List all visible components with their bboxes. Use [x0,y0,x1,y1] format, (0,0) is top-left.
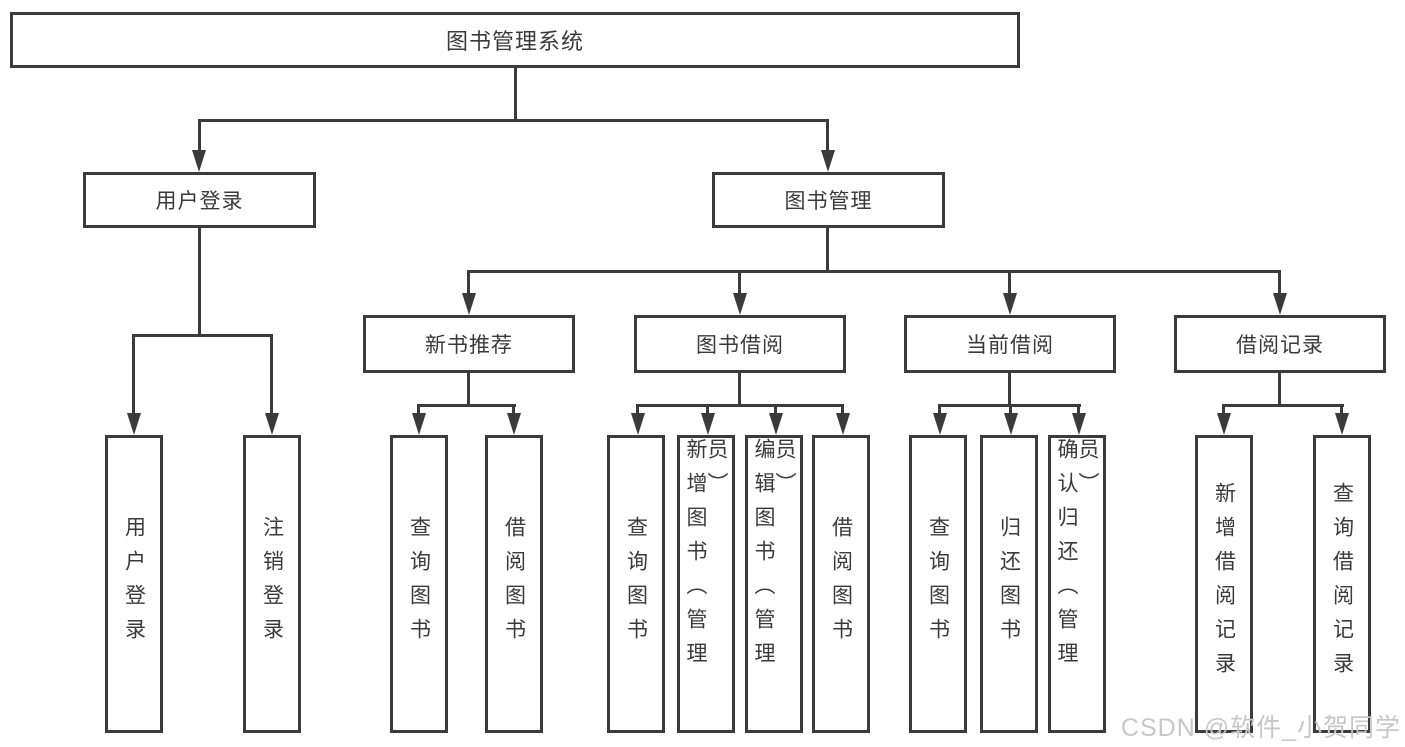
connector-line [467,373,470,406]
connector-line [738,270,741,297]
connector-line [841,404,844,416]
leaf-label: 查询图书 [624,516,648,652]
node-library-management-system: 图书管理系统 [10,12,1020,68]
leaf-add-borrow-record: 新增借阅记录 [1195,435,1253,733]
node-label: 借阅记录 [1236,334,1324,357]
connector-line [132,334,135,415]
arrow-down-icon [933,413,947,435]
leaf-label: 查询图书 [407,516,431,652]
connector-line [132,334,273,337]
connector-line [514,68,517,120]
connector-line [1278,270,1281,297]
leaf-logout: 注销登录 [243,435,301,733]
connector-line [636,404,844,407]
connector-line [1008,270,1011,297]
connector-line [417,404,420,416]
arrow-down-icon [769,413,783,435]
leaf-label: 用户登录 [122,516,146,652]
arrow-down-icon [1273,293,1287,315]
node-book-management: 图书管理 [712,172,945,228]
connector-line [738,373,741,406]
leaf-user-login: 用户登录 [105,435,163,733]
node-label: 图书借阅 [696,334,784,357]
leaf-confirm-return-admin: 确认归还（管理员） [1048,435,1106,733]
leaf-edit-books-admin: 编辑图书（管理员） [745,435,803,733]
leaf-label: 归还图书 [997,516,1021,652]
connector-line [198,119,201,152]
leaf-label: 确认归还（管理员） [1055,438,1099,676]
leaf-label: 编辑图书（管理员） [752,438,796,676]
connector-line [198,228,201,335]
leaf-borrow-books-recommend: 借阅图书 [485,435,543,733]
connector-line [270,334,273,415]
node-label: 图书管理 [784,190,873,213]
node-label: 当前借阅 [966,334,1054,357]
leaf-query-books-recommend: 查询图书 [390,435,448,733]
connector-line [1008,373,1011,406]
connector-line [826,228,829,271]
arrow-down-icon [631,413,645,435]
connector-line [1340,404,1343,416]
connector-line [774,404,777,416]
arrow-down-icon [412,413,426,435]
leaf-label: 查询借阅记录 [1330,482,1354,686]
connector-line [1077,404,1080,416]
leaf-return-books: 归还图书 [980,435,1038,733]
connector-line [938,404,941,416]
connector-line [826,119,829,152]
leaf-label: 借阅图书 [502,516,526,652]
arrow-down-icon [1004,413,1018,435]
leaf-label: 新增图书（管理员） [684,438,728,676]
arrow-down-icon [701,413,715,435]
connector-line [1222,404,1344,407]
leaf-query-books-borrowing: 查询图书 [607,435,665,733]
arrow-down-icon [192,150,206,172]
connector-line [636,404,639,416]
arrow-down-icon [821,150,835,172]
leaf-label: 新增借阅记录 [1212,482,1236,686]
node-book-borrowing: 图书借阅 [634,315,846,373]
arrow-down-icon [265,413,279,435]
node-label: 用户登录 [155,190,244,213]
connector-line [467,270,470,297]
arrow-down-icon [733,293,747,315]
node-new-book-recommendation: 新书推荐 [363,315,575,373]
connector-line [512,404,515,416]
node-borrowing-records: 借阅记录 [1174,315,1386,373]
leaf-label: 查询图书 [926,516,950,652]
node-label: 新书推荐 [425,334,513,357]
connector-line [1222,404,1225,416]
arrow-down-icon [127,413,141,435]
connector-line [706,404,709,416]
connector-line [1278,373,1281,406]
leaf-borrow-books: 借阅图书 [812,435,870,733]
arrow-down-icon [462,293,476,315]
leaf-label: 注销登录 [260,516,284,652]
leaf-query-books-current: 查询图书 [909,435,967,733]
arrow-down-icon [507,413,521,435]
node-current-borrowing: 当前借阅 [904,315,1116,373]
watermark: CSDN @软件_小贺同学 [1120,714,1401,742]
leaf-add-books-admin: 新增图书（管理员） [677,435,735,733]
leaf-query-borrow-record: 查询借阅记录 [1313,435,1371,733]
node-user-login: 用户登录 [83,172,316,228]
leaf-label: 借阅图书 [829,516,853,652]
arrow-down-icon [1072,413,1086,435]
connector-line [467,270,1281,273]
arrow-down-icon [1335,413,1349,435]
connector-line [417,404,516,407]
connector-line [1009,404,1012,416]
arrow-down-icon [1003,293,1017,315]
node-label: 图书管理系统 [445,29,584,54]
connector-line [198,119,829,122]
arrow-down-icon [1217,413,1231,435]
arrow-down-icon [836,413,850,435]
